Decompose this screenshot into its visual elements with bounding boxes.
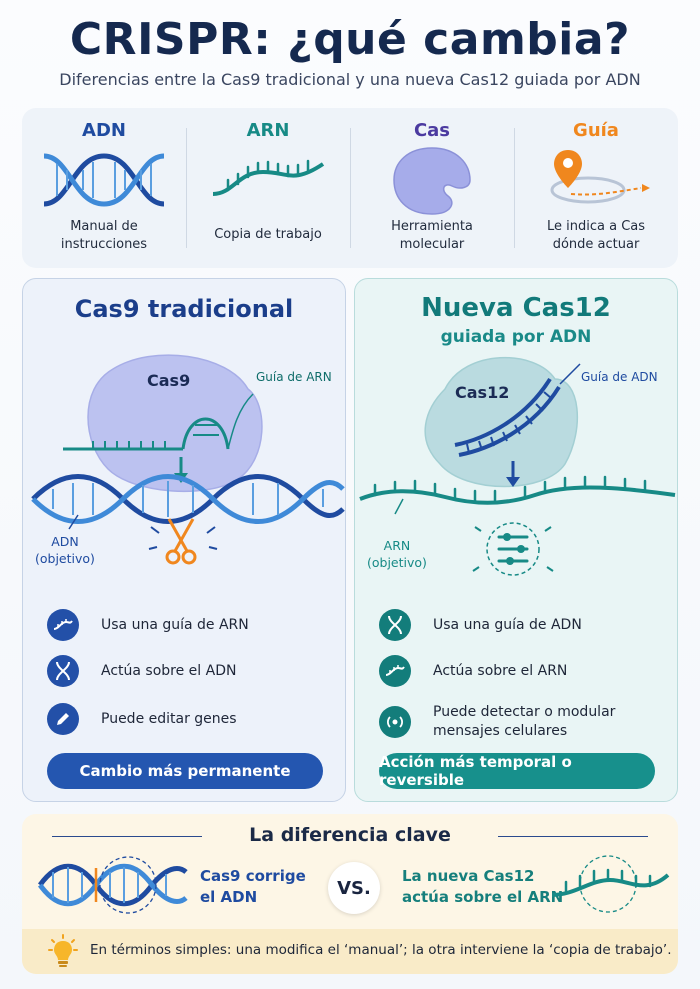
rna-icon [47, 609, 79, 641]
cas12-target-label-line1: ARN [383, 538, 411, 553]
cas12-feature-2: Actúa sobre el ARN [379, 655, 567, 687]
versus-badge: VS. [328, 862, 380, 914]
cas12-feature-1-text: Usa una guía de ADN [433, 616, 582, 633]
cas12-panel-subtitle: guiada por ADN [440, 327, 592, 347]
location-pin-icon [550, 150, 650, 204]
cas12-illustration [359, 356, 676, 576]
rna-target-icon [551, 855, 670, 913]
cas9-panel: Cas9 tradicional [22, 278, 346, 802]
key-cas9-text: Cas9 corrige el ADN [200, 866, 306, 908]
cas12-feature-3: Puede detectar o modular mensajes celula… [379, 703, 615, 741]
key-divider-right [498, 836, 648, 837]
cas9-feature-3-text: Puede editar genes [101, 710, 237, 727]
concept-dna: ADN Manual de instrucciones [22, 108, 186, 268]
key-cas9-line2: el ADN [200, 888, 258, 906]
cas9-target-label: ADN (objetivo) [35, 533, 95, 567]
cas12-feature-3-line1: Puede detectar o modular [433, 704, 616, 720]
concept-cas-desc-line1: Herramienta [391, 219, 473, 234]
signal-icon [379, 706, 411, 738]
concept-rna-desc: Copia de trabajo [186, 226, 350, 244]
concept-cas-desc-line2: molecular [399, 237, 465, 252]
key-divider-left [52, 836, 202, 837]
cas9-illustration [31, 354, 345, 565]
key-difference-box: La diferencia clave Cas9 corrige el ADN … [22, 814, 678, 974]
concept-guide-desc-line2: dónde actuar [552, 237, 640, 252]
cas12-target-label: ARN (objetivo) [367, 537, 427, 571]
concept-guide-desc-line1: Le indica a Cas [546, 219, 646, 234]
concept-cas-desc: Herramienta molecular [350, 218, 514, 254]
key-cas12-line2: actúa sobre el ARN [402, 888, 564, 906]
cas12-feature-2-text: Actúa sobre el ARN [433, 662, 568, 679]
cas12-feature-1: Usa una guía de ADN [379, 609, 582, 641]
page-title: CRISPR: ¿qué cambia? [69, 14, 631, 65]
concept-guide-desc: Le indica a Cas dónde actuar [514, 218, 678, 254]
concept-guide-title: Guía [573, 120, 619, 141]
cas9-panel-title: Cas9 tradicional [74, 295, 294, 323]
cas9-protein-label: Cas9 [147, 371, 191, 390]
key-cas9-line1: Cas9 corrige [200, 867, 306, 885]
dna-edit-icon [38, 856, 188, 914]
cas12-target-label-line2: (objetivo) [367, 555, 427, 570]
cas9-target-label-line2: (objetivo) [35, 551, 95, 566]
dna-helix-icon [43, 153, 165, 207]
key-difference-title: La diferencia clave [249, 824, 451, 846]
rna-strand-icon [212, 159, 325, 196]
cas9-target-label-line1: ADN [51, 534, 79, 549]
concept-dna-desc: Manual de instrucciones [22, 218, 186, 254]
key-cas12-text: La nueva Cas12 actúa sobre el ARN [402, 866, 563, 908]
cas-protein-icon [393, 147, 471, 215]
concepts-strip: ADN Manual de instrucciones ARN [22, 108, 678, 268]
cas9-feature-3: Puede editar genes [47, 703, 237, 735]
cas12-protein-label: Cas12 [455, 383, 510, 402]
dna-icon [47, 655, 79, 687]
cas9-feature-1: Usa una guía de ARN [47, 609, 249, 641]
cas12-guide-label: Guía de ADN [581, 370, 658, 384]
concept-guide: Guía Le indica a Cas dónde actuar [514, 108, 678, 268]
cas9-summary-pill: Cambio más permanente [47, 753, 323, 789]
key-cas12-line1: La nueva Cas12 [402, 867, 535, 885]
concept-cas: Cas Herramienta molecular [350, 108, 514, 268]
concept-rna: ARN Copia de trabajo [186, 108, 350, 268]
concept-rna-desc-line1: Copia de trabajo [214, 227, 322, 242]
rna-icon [379, 655, 411, 687]
cas12-panel: Nueva Cas12 guiada por ADN [354, 278, 678, 802]
cas12-feature-3-text: Puede detectar o modular mensajes celula… [433, 703, 615, 741]
concept-dna-title: ADN [82, 120, 126, 141]
concept-dna-desc-line1: Manual de [70, 219, 138, 234]
tip-text: En términos simples: una modifica el ‘ma… [90, 942, 672, 958]
concept-cas-title: Cas [413, 120, 451, 141]
page-subtitle: Diferencias entre la Cas9 tradicional y … [59, 70, 641, 89]
tip-bar: En términos simples: una modifica el ‘ma… [22, 929, 678, 974]
cas12-panel-title: Nueva Cas12 [421, 293, 611, 323]
concept-dna-desc-line2: instrucciones [60, 237, 148, 252]
pencil-icon [47, 703, 79, 735]
dna-icon [379, 609, 411, 641]
concept-rna-title: ARN [246, 120, 290, 141]
cas12-feature-3-line2: mensajes celulares [433, 723, 568, 739]
cas9-guide-label: Guía de ARN [256, 370, 332, 384]
cas9-feature-2: Actúa sobre el ADN [47, 655, 236, 687]
lightbulb-icon [48, 934, 78, 967]
cas9-feature-1-text: Usa una guía de ARN [101, 616, 249, 633]
cas9-feature-2-text: Actúa sobre el ADN [101, 662, 237, 679]
cas12-summary-pill: Acción más temporal o reversible [379, 753, 655, 789]
